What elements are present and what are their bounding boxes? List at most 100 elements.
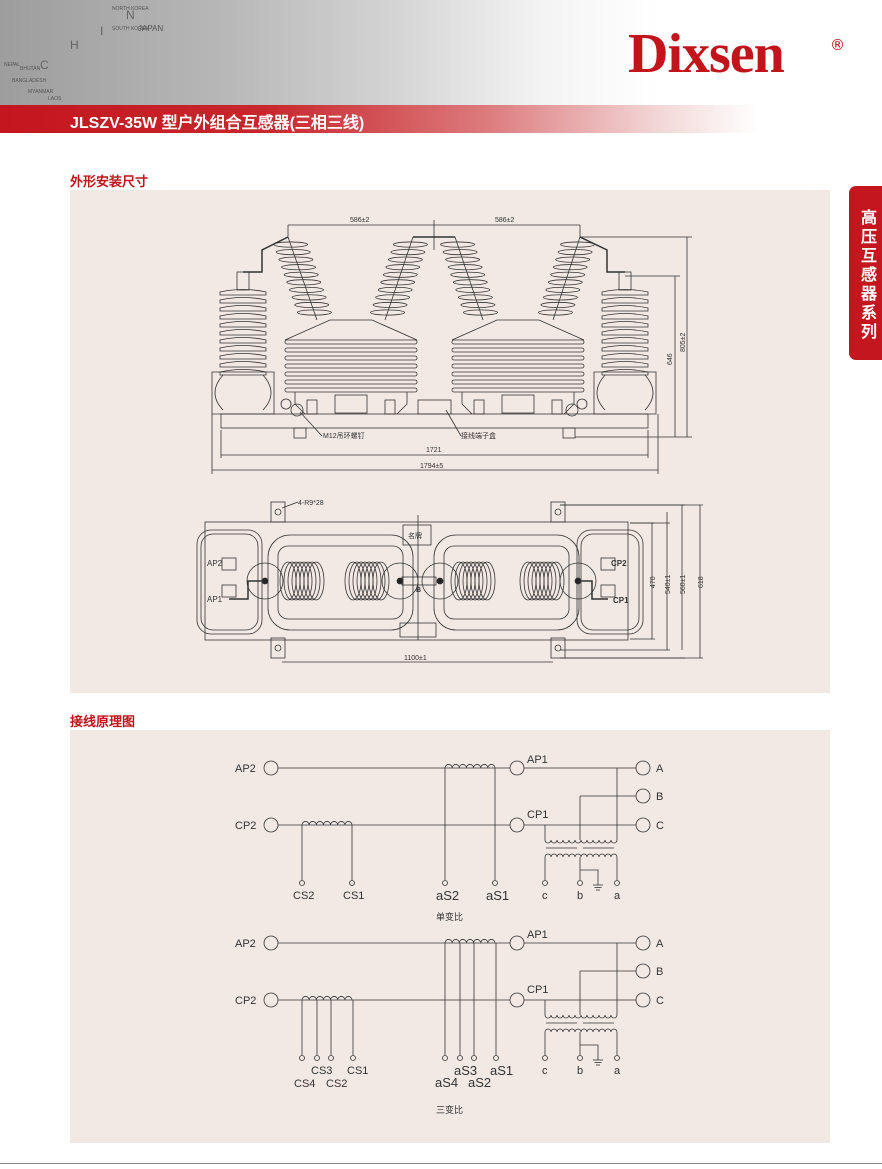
dim-height-terminal: 646	[667, 353, 674, 365]
map-label: H	[70, 38, 79, 52]
pt-terminal	[614, 1055, 620, 1061]
map-label: JAPAN	[138, 24, 164, 33]
ct-c-secondary-coil	[301, 996, 353, 1001]
winding-turn	[287, 561, 305, 601]
insulator-shed	[557, 249, 593, 256]
output-terminal-A	[635, 760, 651, 776]
pt-label: b	[577, 1065, 583, 1077]
output-label: B	[656, 791, 663, 803]
housing-outline	[204, 521, 629, 641]
ct-a-secondary-coil	[444, 764, 496, 769]
tank-rib	[451, 355, 585, 361]
tap-terminal	[299, 1055, 305, 1061]
tank-foot	[473, 399, 485, 415]
tap-terminal	[442, 880, 448, 886]
label-ap2: AP2	[235, 938, 256, 950]
leader-line	[299, 411, 323, 437]
lead-wire	[579, 236, 625, 273]
insulator-shed	[555, 256, 591, 263]
insulator-shed	[296, 309, 332, 316]
insulator-shed	[450, 271, 486, 278]
pt-terminal	[614, 880, 620, 886]
tank-rib	[284, 355, 418, 361]
insulator-shed	[601, 361, 649, 368]
mount-foot	[293, 427, 307, 439]
insulator-shed	[542, 294, 578, 301]
insulator-shed	[601, 369, 649, 376]
insulator-shed	[219, 353, 267, 360]
terminal-ap1	[509, 935, 525, 951]
ct-c-secondary-coil	[301, 821, 353, 826]
winding-turn	[543, 561, 561, 601]
insulator-shed	[601, 337, 649, 344]
busbar	[401, 576, 437, 586]
product-title: JLSZV-35W 型户外组合互感器(三相三线)	[70, 115, 365, 132]
map-label: N	[126, 8, 135, 22]
tap-label: CS3	[311, 1065, 332, 1077]
tank-rib	[284, 363, 418, 369]
insulator-shed	[370, 309, 405, 316]
tank-rib	[284, 371, 418, 377]
tap-terminal	[471, 1055, 477, 1061]
lead-wire	[229, 580, 265, 600]
leader-line	[281, 501, 299, 509]
insulator-shed	[286, 279, 322, 286]
insulator-shed	[457, 294, 493, 301]
tap-label: aS1	[490, 1063, 513, 1078]
label-cp2: CP2	[235, 995, 256, 1007]
insulator-shed	[601, 313, 649, 320]
tank-foot	[551, 399, 563, 415]
tap-label: CS1	[343, 890, 364, 902]
tap-terminal	[492, 880, 498, 886]
terminal-ap1	[509, 760, 525, 776]
insulator-shed	[219, 369, 267, 376]
label-ap2: AP2	[235, 763, 256, 775]
pt-secondary-coil	[544, 1028, 618, 1033]
end-box-left	[196, 529, 263, 635]
footer-divider	[0, 1163, 882, 1164]
tank-rib	[451, 339, 585, 345]
map-label: BHUTAN	[20, 66, 41, 72]
mark-b: B	[416, 587, 421, 594]
output-terminal-A	[635, 935, 651, 951]
winding-turn	[364, 561, 382, 601]
core-right	[433, 534, 580, 631]
map-label: SOUTH KOREA	[112, 26, 149, 32]
insulator-axis	[287, 236, 318, 321]
lifting-bolt-icon	[565, 403, 579, 417]
dim-618: 618	[698, 576, 705, 588]
terminal-ap2	[221, 557, 237, 571]
insulator-shed	[440, 241, 475, 248]
terminal-cp2	[263, 992, 279, 1008]
tank-rib	[284, 339, 418, 345]
map-label: MYANMAR	[28, 89, 54, 95]
side-tab-category: 高压互感器系列	[849, 186, 882, 360]
insulator-shed	[601, 329, 649, 336]
terminal-box	[417, 399, 452, 415]
terminal-cp1	[600, 584, 616, 598]
insulator-shed	[294, 301, 330, 308]
insulator-shed	[545, 286, 581, 293]
insulator-shed	[219, 329, 267, 336]
insulator-shed	[382, 271, 418, 278]
terminal-cp1: CP1	[613, 596, 629, 605]
label-ap1: AP1	[527, 929, 548, 941]
insulator-axis	[384, 236, 414, 321]
insulator-shed	[219, 321, 267, 328]
tap-label: CS4	[294, 1078, 315, 1090]
tap-label: aS4	[435, 1075, 458, 1090]
insulator-base	[593, 371, 657, 415]
core-left	[267, 534, 414, 631]
pt-terminal	[542, 880, 548, 886]
base-frame	[220, 413, 649, 429]
brand-logo: Dixsen	[628, 23, 785, 85]
pt-terminal	[577, 1055, 583, 1061]
end-box-left-inner	[200, 533, 259, 631]
tank-window	[334, 394, 368, 414]
section-title-outline: 外形安装尺寸	[70, 175, 149, 190]
terminal-cp1	[509, 992, 525, 1008]
nameplate-label: 名牌	[408, 531, 422, 540]
mount-hole	[576, 398, 588, 410]
winding-turn	[450, 561, 468, 601]
